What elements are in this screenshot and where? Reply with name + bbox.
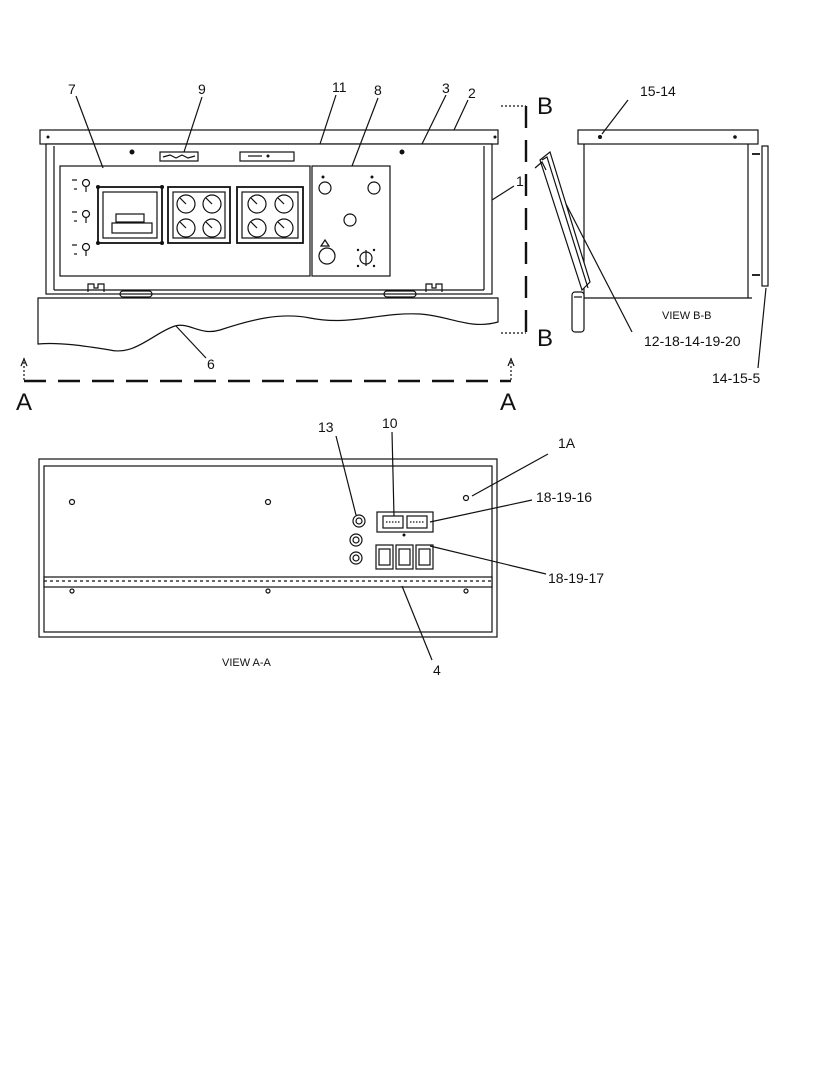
- leaders-aa: [335, 431, 549, 661]
- view-aa: VIEW A-A: [38, 458, 498, 669]
- gauge-module-left: [167, 186, 231, 244]
- callout-11: 11: [332, 79, 347, 95]
- top-cover: [39, 129, 499, 145]
- callout-10: 10: [382, 415, 398, 431]
- callout-2: 2: [468, 85, 476, 101]
- view-bb: VIEW B-B: [534, 129, 769, 333]
- rail: [43, 576, 493, 588]
- side-top-cover: [577, 129, 759, 145]
- callout-4: 4: [433, 662, 441, 678]
- callout-3: 3: [442, 80, 450, 96]
- side-rear-plate: [761, 145, 769, 287]
- callout-1A: 1A: [558, 435, 576, 451]
- rect-connector-3: [415, 544, 434, 570]
- callout-1: 1: [516, 173, 524, 189]
- rect-connector-1: [375, 544, 394, 570]
- display-module: [96, 185, 164, 245]
- round-connector-2: [349, 533, 363, 547]
- section-line-aa: A A: [16, 357, 516, 416]
- leaders-front: [75, 94, 515, 359]
- section-mark-a-left: A: [16, 389, 32, 416]
- rear-housing: [38, 458, 498, 638]
- round-connector-3: [349, 551, 363, 565]
- rect-connector-2: [395, 544, 414, 570]
- instrument-panel: [59, 165, 311, 277]
- leaders-bb: [565, 99, 767, 369]
- round-connector-1: [352, 514, 366, 528]
- callout-18-19-16: 18-19-16: [536, 489, 592, 505]
- callout-8: 8: [374, 82, 382, 98]
- callout-9: 9: [198, 81, 206, 97]
- section-mark-b-top: B: [537, 93, 553, 120]
- hinge-left: [87, 283, 105, 292]
- callout-7: 7: [68, 81, 76, 97]
- section-line-bb: B B: [501, 93, 553, 352]
- callout-14-15-5: 14-15-5: [712, 370, 760, 386]
- front-view: [37, 129, 499, 352]
- section-mark-a-right: A: [500, 389, 516, 416]
- view-aa-title: VIEW A-A: [222, 657, 272, 669]
- section-mark-b-bottom: B: [537, 325, 553, 352]
- callout-6: 6: [207, 356, 215, 372]
- gauge-module-right: [236, 186, 304, 244]
- hinge-right: [425, 283, 443, 292]
- callout-12-18-14-19-20: 12-18-14-19-20: [644, 333, 741, 349]
- callout-18-19-17: 18-19-17: [548, 570, 604, 586]
- multi-pin-connector: [376, 511, 434, 533]
- callout-13: 13: [318, 419, 334, 435]
- door: [37, 297, 499, 352]
- view-bb-title: VIEW B-B: [662, 310, 712, 322]
- callout-15-14: 15-14: [640, 83, 676, 99]
- control-panel: [311, 165, 391, 277]
- toggle-switches: [72, 178, 91, 256]
